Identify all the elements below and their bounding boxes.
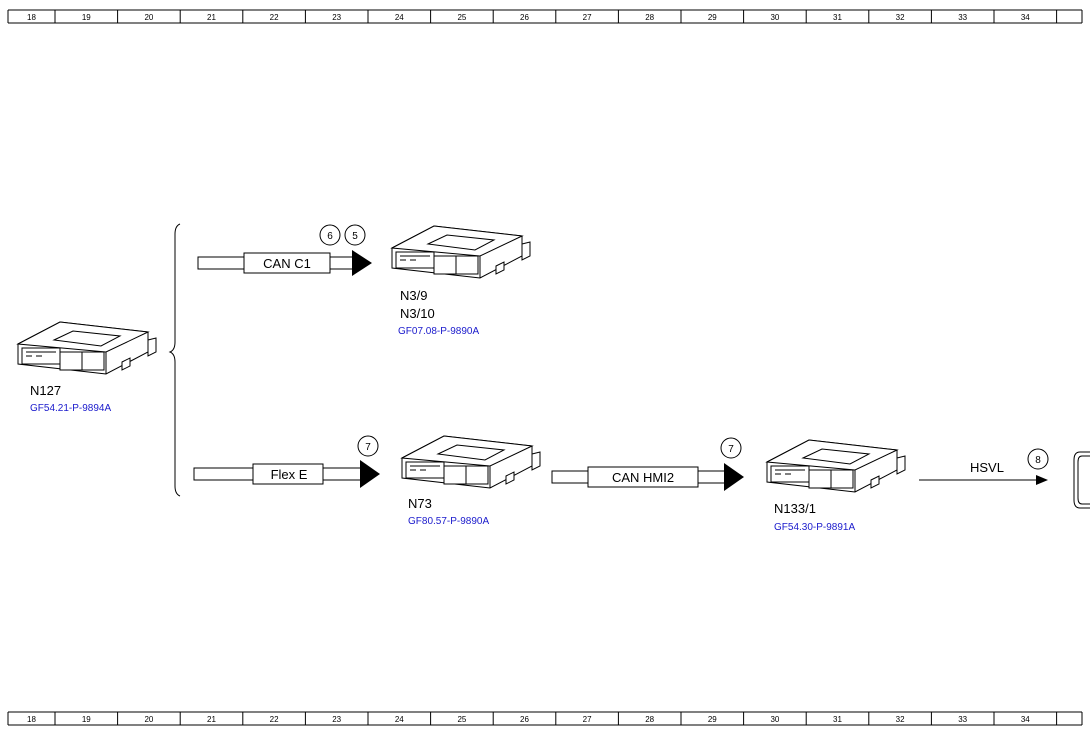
ruler-top-label-34: 34 (1021, 13, 1030, 22)
ruler-bottom-label-23: 23 (332, 715, 341, 724)
ruler-top-label-20: 20 (144, 13, 153, 22)
ruler-bottom-label-32: 32 (896, 715, 905, 724)
module-n3[interactable] (391, 225, 531, 279)
ruler-top-label-26: 26 (520, 13, 529, 22)
ref-8-circle[interactable]: 8 (1027, 448, 1049, 470)
ruler-bottom (7, 711, 1083, 726)
n127-label: N127 (30, 383, 61, 398)
n133-1-doc-link[interactable]: GF54.30-P-9891A (774, 522, 855, 533)
svg-text:8: 8 (1035, 455, 1041, 466)
bus-flex-e-label: Flex E (271, 467, 308, 482)
ruler-bottom-label-33: 33 (958, 715, 967, 724)
ruler-top-label-18: 18 (27, 13, 36, 22)
ruler-top-label-31: 31 (833, 13, 842, 22)
ruler-bottom-label-25: 25 (457, 715, 466, 724)
n133-1-label: N133/1 (774, 501, 816, 516)
ruler-top-label-19: 19 (82, 13, 91, 22)
ruler-bottom-label-29: 29 (708, 715, 717, 724)
ruler-top-label-24: 24 (395, 13, 404, 22)
ruler-top-label-33: 33 (958, 13, 967, 22)
module-n133-1[interactable] (766, 439, 906, 493)
n73-label: N73 (408, 496, 432, 511)
ruler-bottom-label-30: 30 (770, 715, 779, 724)
ruler-bottom-label-22: 22 (270, 715, 279, 724)
ruler-bottom-label-26: 26 (520, 715, 529, 724)
ruler-bottom-label-19: 19 (82, 715, 91, 724)
svg-text:5: 5 (352, 231, 358, 242)
ruler-bottom-label-21: 21 (207, 715, 216, 724)
ref-7-circle-hmi[interactable]: 7 (720, 437, 742, 459)
ruler-bottom-label-31: 31 (833, 715, 842, 724)
ruler-top-label-30: 30 (770, 13, 779, 22)
svg-text:7: 7 (728, 444, 734, 455)
n3-doc-link[interactable]: GF07.08-P-9890A (398, 326, 479, 337)
bus-can-hmi2-label: CAN HMI2 (612, 470, 674, 485)
n127-doc-link[interactable]: GF54.21-P-9894A (30, 403, 111, 414)
ruler-top-label-25: 25 (457, 13, 466, 22)
bus-can-c1-label: CAN C1 (263, 256, 311, 271)
ref-6-circle[interactable]: 6 (319, 224, 341, 246)
ruler-bottom-label-27: 27 (583, 715, 592, 724)
ruler-bottom-label-28: 28 (645, 715, 654, 724)
n3-10-label: N3/10 (400, 306, 435, 321)
branch-brace (168, 223, 181, 497)
ruler-top-label-29: 29 (708, 13, 717, 22)
ruler-bottom-label-24: 24 (395, 715, 404, 724)
bus-can-c1 (197, 250, 372, 276)
ruler-top-label-27: 27 (583, 13, 592, 22)
bus-hsvl-label: HSVL (970, 460, 1004, 475)
bus-hsvl (919, 475, 1048, 485)
bus-flex-e (193, 460, 380, 488)
ruler-top-label-21: 21 (207, 13, 216, 22)
ruler-bottom-label-18: 18 (27, 715, 36, 724)
ruler-top-label-23: 23 (332, 13, 341, 22)
n73-doc-link[interactable]: GF80.57-P-9890A (408, 516, 489, 527)
svg-text:6: 6 (327, 231, 333, 242)
svg-text:7: 7 (365, 442, 371, 453)
ref-5-circle[interactable]: 5 (344, 224, 366, 246)
ruler-top-label-28: 28 (645, 13, 654, 22)
ruler-top (7, 9, 1083, 24)
ruler-top-label-32: 32 (896, 13, 905, 22)
ruler-top-label-22: 22 (270, 13, 279, 22)
bus-can-hmi2 (551, 463, 744, 491)
module-n127[interactable] (17, 321, 157, 375)
module-n73[interactable] (401, 435, 541, 489)
n3-9-label: N3/9 (400, 288, 427, 303)
ruler-bottom-label-20: 20 (144, 715, 153, 724)
ref-7-circle-flex[interactable]: 7 (357, 435, 379, 457)
module-partial-right (1073, 451, 1090, 509)
ruler-bottom-label-34: 34 (1021, 715, 1030, 724)
